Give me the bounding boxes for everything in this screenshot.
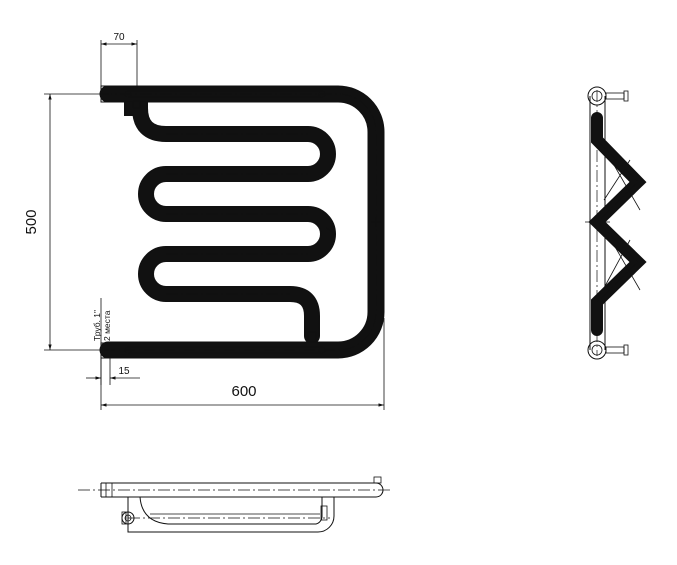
dimension-500-label: 500 [23,209,40,234]
pipe-note-line1: Труб. 1" [92,310,102,341]
front-view: 70 500 Труб. 1" 2 места 15 60 [23,32,385,410]
bottom-inlet-stub [100,342,111,359]
dimension-70-label: 70 [113,32,125,43]
dimension-70: 70 [100,32,138,86]
serpentine-pipe [124,93,336,344]
pipe-note: Труб. 1" 2 места [92,298,112,343]
dimension-500: 500 [23,93,101,351]
dimension-600-label: 600 [231,383,256,400]
pipe-note-line2: 2 места [102,310,112,341]
dimension-15: 15 [86,358,140,385]
top-view [78,476,390,533]
side-view [585,86,647,360]
dimension-600: 600 [100,318,385,410]
dimension-15-label: 15 [118,366,130,377]
connector-rods [124,90,381,354]
